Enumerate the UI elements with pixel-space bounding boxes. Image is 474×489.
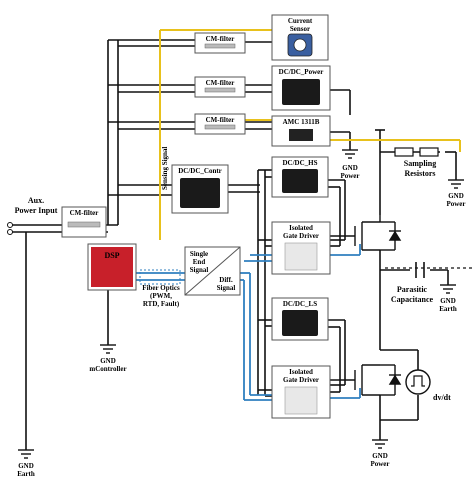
fiber-optics-box [139, 269, 181, 285]
gate-driver-low-label-2: Gate Driver [283, 376, 319, 384]
dcdc-contr-label: DC/DC_Contr [178, 167, 222, 175]
single-end-label-3: Signal [190, 266, 209, 274]
earth-label-parasitic: Earth [439, 305, 457, 313]
diff-signal-label-2: Signal [217, 284, 236, 292]
fiber-label-2: (PWM, [150, 292, 172, 300]
gnd-label-sampling: GND [448, 192, 464, 200]
power-label-sampling: Power [446, 200, 465, 208]
current-sensor-label-1: Current [288, 17, 313, 25]
mosfet-low [354, 364, 402, 396]
dsp-label: DSP [104, 251, 119, 260]
gate-driver-high-label-1: Isolated [289, 224, 313, 232]
dvdt-label: dv/dt [433, 393, 451, 402]
sampling-label-2: Resistors [404, 169, 435, 178]
cm-filter-2-label: CM-filter [206, 79, 235, 87]
dvdt-source [405, 369, 431, 395]
amc-1311b: AMC 1311B [271, 115, 331, 147]
ground-icon [18, 149, 464, 459]
gnd-label-dsp: GND [100, 357, 116, 365]
dcdc-hs-module: DC/DC_HS [271, 156, 329, 198]
dcdc-contr-module: DC/DC_Contr [171, 164, 229, 214]
gnd-label-bottom: GND [372, 452, 388, 460]
dcdc-power-label: DC/DC_Power [279, 68, 324, 76]
cm-filter-3: CM-filter [194, 113, 246, 135]
diff-signal-label-1: Diff. [219, 276, 233, 284]
amc-label: AMC 1311B [283, 118, 320, 126]
gnd-label-amc: GND [342, 164, 358, 172]
cm-filter-1-label: CM-filter [206, 35, 235, 43]
gate-driver-low: Isolated Gate Driver [271, 365, 331, 419]
single-end-label-1: Single [190, 250, 208, 258]
parasitic-label-1: Parasitic [397, 285, 428, 294]
cm-filter-aux-label: CM-filter [70, 209, 99, 217]
fiber-label-1: Fiber Optics [142, 284, 180, 292]
cm-filter-1: CM-filter [194, 32, 246, 54]
mcontroller-label: mController [89, 365, 126, 373]
aux-label-2: Power Input [15, 206, 58, 215]
cm-filter-3-label: CM-filter [206, 116, 235, 124]
gnd-label-earth: GND [18, 462, 34, 470]
gate-driver-low-label-1: Isolated [289, 368, 313, 376]
dcdc-power-module: DC/DC_Power [271, 65, 331, 111]
dcdc-ls-module: DC/DC_LS [271, 297, 329, 341]
cm-filter-aux: CM-filter [61, 206, 107, 238]
aux-label-1: Aux. [28, 196, 44, 205]
earth-label: Earth [17, 470, 35, 478]
gnd-label-parasitic: GND [440, 297, 456, 305]
current-sensor: Current Sensor [271, 14, 329, 61]
gate-driver-high: Isolated Gate Driver [271, 221, 331, 275]
aux-terminal-2 [7, 229, 13, 235]
wiring [10, 39, 457, 450]
signal-wiring [135, 244, 361, 401]
sensing-signal-wire [159, 29, 461, 240]
current-sensor-label-2: Sensor [290, 25, 310, 33]
power-label-amc: Power [340, 172, 359, 180]
power-label-bottom: Power [370, 460, 389, 468]
parasitic-label-2: Capacitance [391, 295, 434, 304]
sampling-label-1: Sampling [404, 159, 436, 168]
dcdc-hs-label: DC/DC_HS [282, 159, 317, 167]
signal-converter: Single End Signal Diff. Signal [184, 246, 241, 296]
fiber-label-3: RTD, Fault) [143, 300, 180, 308]
dsp-board: DSP [87, 243, 137, 291]
mosfet-high [354, 215, 402, 251]
aux-terminal-1 [7, 222, 13, 228]
parasitic-capacitor [415, 262, 425, 278]
gate-driver-high-label-2: Gate Driver [283, 232, 319, 240]
sampling-resistors [394, 147, 439, 157]
single-end-label-2: End [193, 258, 206, 266]
cm-filter-2: CM-filter [194, 76, 246, 98]
sensing-signal-label: Sensing Signal [161, 147, 169, 190]
dcdc-ls-label: DC/DC_LS [283, 300, 317, 308]
